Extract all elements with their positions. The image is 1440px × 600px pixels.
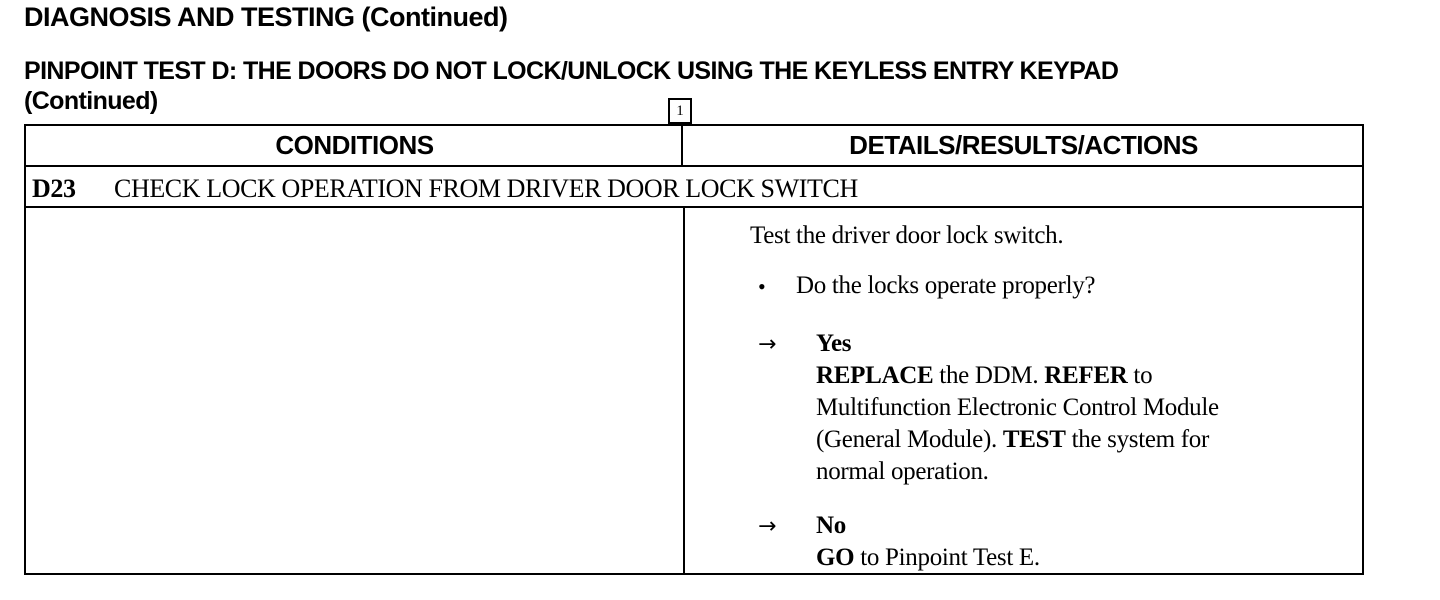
action-text: Test the driver door lock switch. [750,222,1064,249]
arrow-right-icon: → [758,514,777,539]
conditions-column-header: CONDITIONS [275,130,434,160]
no-line-1: GO to Pinpoint Test E. [816,544,1040,571]
question-text: Do the locks operate properly? [796,272,1096,299]
arrow-right-icon: → [758,332,777,357]
yes-line-2: Multifunction Electronic Control Module [816,394,1219,421]
yes-line-4: normal operation. [816,458,989,485]
step-title: CHECK LOCK OPERATION FROM DRIVER DOOR LO… [114,174,858,203]
pinpoint-test-table: CONDITIONS DETAILS/RESULTS/ACTIONS D23 CH… [24,124,1364,575]
no-label: No [816,512,846,539]
pinpoint-test-title-line1: PINPOINT TEST D: THE DOORS DO NOT LOCK/U… [24,57,1119,85]
step-title-row: D23 CHECK LOCK OPERATION FROM DRIVER DOOR… [32,174,858,204]
no-result: No GO to Pinpoint Test E. [816,510,1040,574]
pinpoint-test-title-line2: (Continued) [24,87,158,115]
yes-line-1: REPLACE the DDM. REFER to [816,362,1153,389]
yes-result: Yes REPLACE the DDM. REFER to Multifunct… [816,328,1219,488]
action-number-box: 1 [668,98,692,124]
step-id: D23 [32,174,76,203]
yes-line-3: (General Module). TEST the system for [816,426,1210,453]
header-divider [681,126,683,165]
pinpoint-test-title: PINPOINT TEST D: THE DOORS DO NOT LOCK/U… [24,56,1119,116]
header-rule [26,165,1362,167]
body-divider [683,208,685,573]
bullet-icon: • [758,274,766,299]
yes-label: Yes [816,330,852,357]
step-rule [26,206,1362,208]
details-column-header: DETAILS/RESULTS/ACTIONS [849,130,1198,160]
page-title: DIAGNOSIS AND TESTING (Continued) [24,2,508,32]
